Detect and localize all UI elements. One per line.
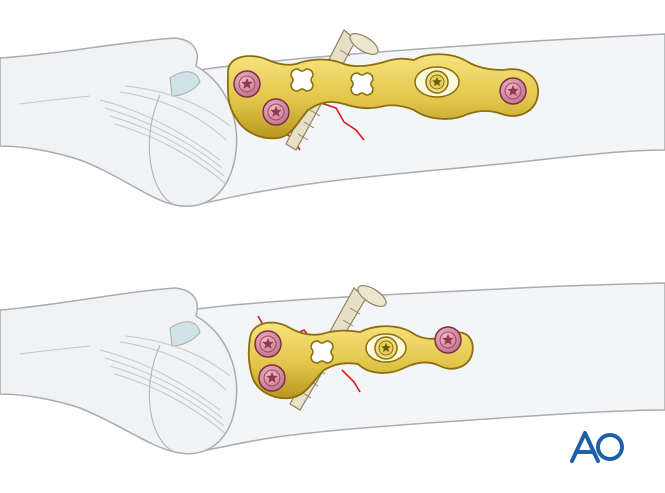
locking-screw-icon — [262, 98, 290, 126]
empty-hole-icon — [350, 72, 374, 96]
empty-hole-icon — [290, 68, 314, 92]
middle-phalanx-bottom — [189, 282, 665, 453]
compression-screw-icon — [374, 336, 398, 360]
ligament-fibres-bottom — [19, 335, 231, 435]
empty-hole-icon — [310, 340, 334, 364]
compression-screw-icon — [425, 70, 449, 94]
plate-top — [226, 53, 539, 140]
top-panel — [0, 29, 665, 207]
locking-screw-icon — [254, 330, 282, 358]
locking-screw-icon — [499, 77, 527, 105]
ao-foundation-logo-icon — [570, 431, 624, 463]
ligament-fibres-top — [19, 85, 231, 185]
plate-bottom — [247, 321, 474, 400]
bottom-panel — [0, 282, 665, 455]
locking-screw-icon — [258, 364, 286, 392]
locking-screw-icon — [233, 70, 261, 98]
proximal-phalanx-top — [0, 37, 238, 207]
locking-screw-icon — [434, 326, 462, 354]
